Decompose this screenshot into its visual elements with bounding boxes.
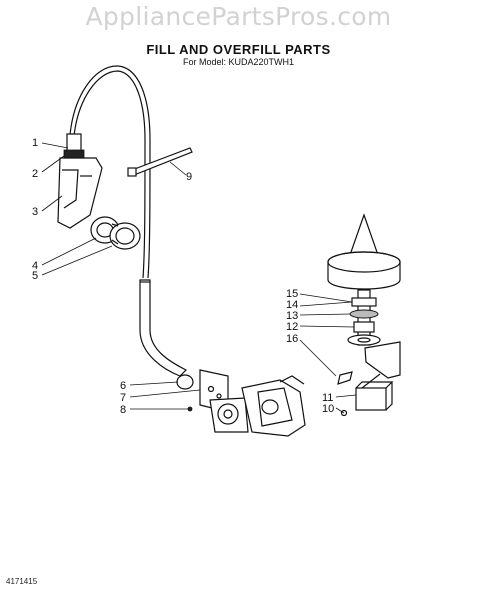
fill-cup-assembly [57, 133, 103, 229]
float-stem [347, 289, 381, 346]
callout-8: 8 [120, 404, 126, 416]
callout-2: 2 [32, 168, 38, 180]
callout-9: 9 [186, 171, 192, 183]
watermark: AppliancePartsPros.com [85, 2, 392, 31]
callout-7: 7 [120, 392, 126, 404]
callout-6: 6 [120, 380, 126, 392]
seal-rings [90, 216, 141, 250]
fill-hose [139, 279, 188, 377]
callout-13: 13 [286, 310, 298, 322]
cable-tie [127, 147, 193, 177]
callout-15: 15 [286, 288, 298, 300]
callout-12: 12 [286, 321, 298, 333]
tube-upper [69, 65, 151, 279]
callout-4: 4 [32, 260, 38, 272]
leader-lines [41, 142, 357, 414]
callout-1: 1 [32, 137, 38, 149]
model-subtitle: For Model: KUDA220TWH1 [182, 57, 295, 67]
fill-valve-assembly [176, 369, 306, 437]
document-number: 4171415 [6, 577, 38, 586]
callout-5: 5 [32, 270, 38, 282]
overfill-switch [340, 373, 394, 417]
callout-16: 16 [286, 333, 298, 345]
float [327, 213, 401, 290]
callout-3: 3 [32, 206, 38, 218]
callout-14: 14 [286, 299, 298, 311]
float-lever [337, 341, 401, 385]
diagram-title: FILL AND OVERFILL PARTS [146, 42, 331, 57]
callout-11: 11 [322, 392, 333, 404]
callout-10: 10 [322, 403, 334, 415]
